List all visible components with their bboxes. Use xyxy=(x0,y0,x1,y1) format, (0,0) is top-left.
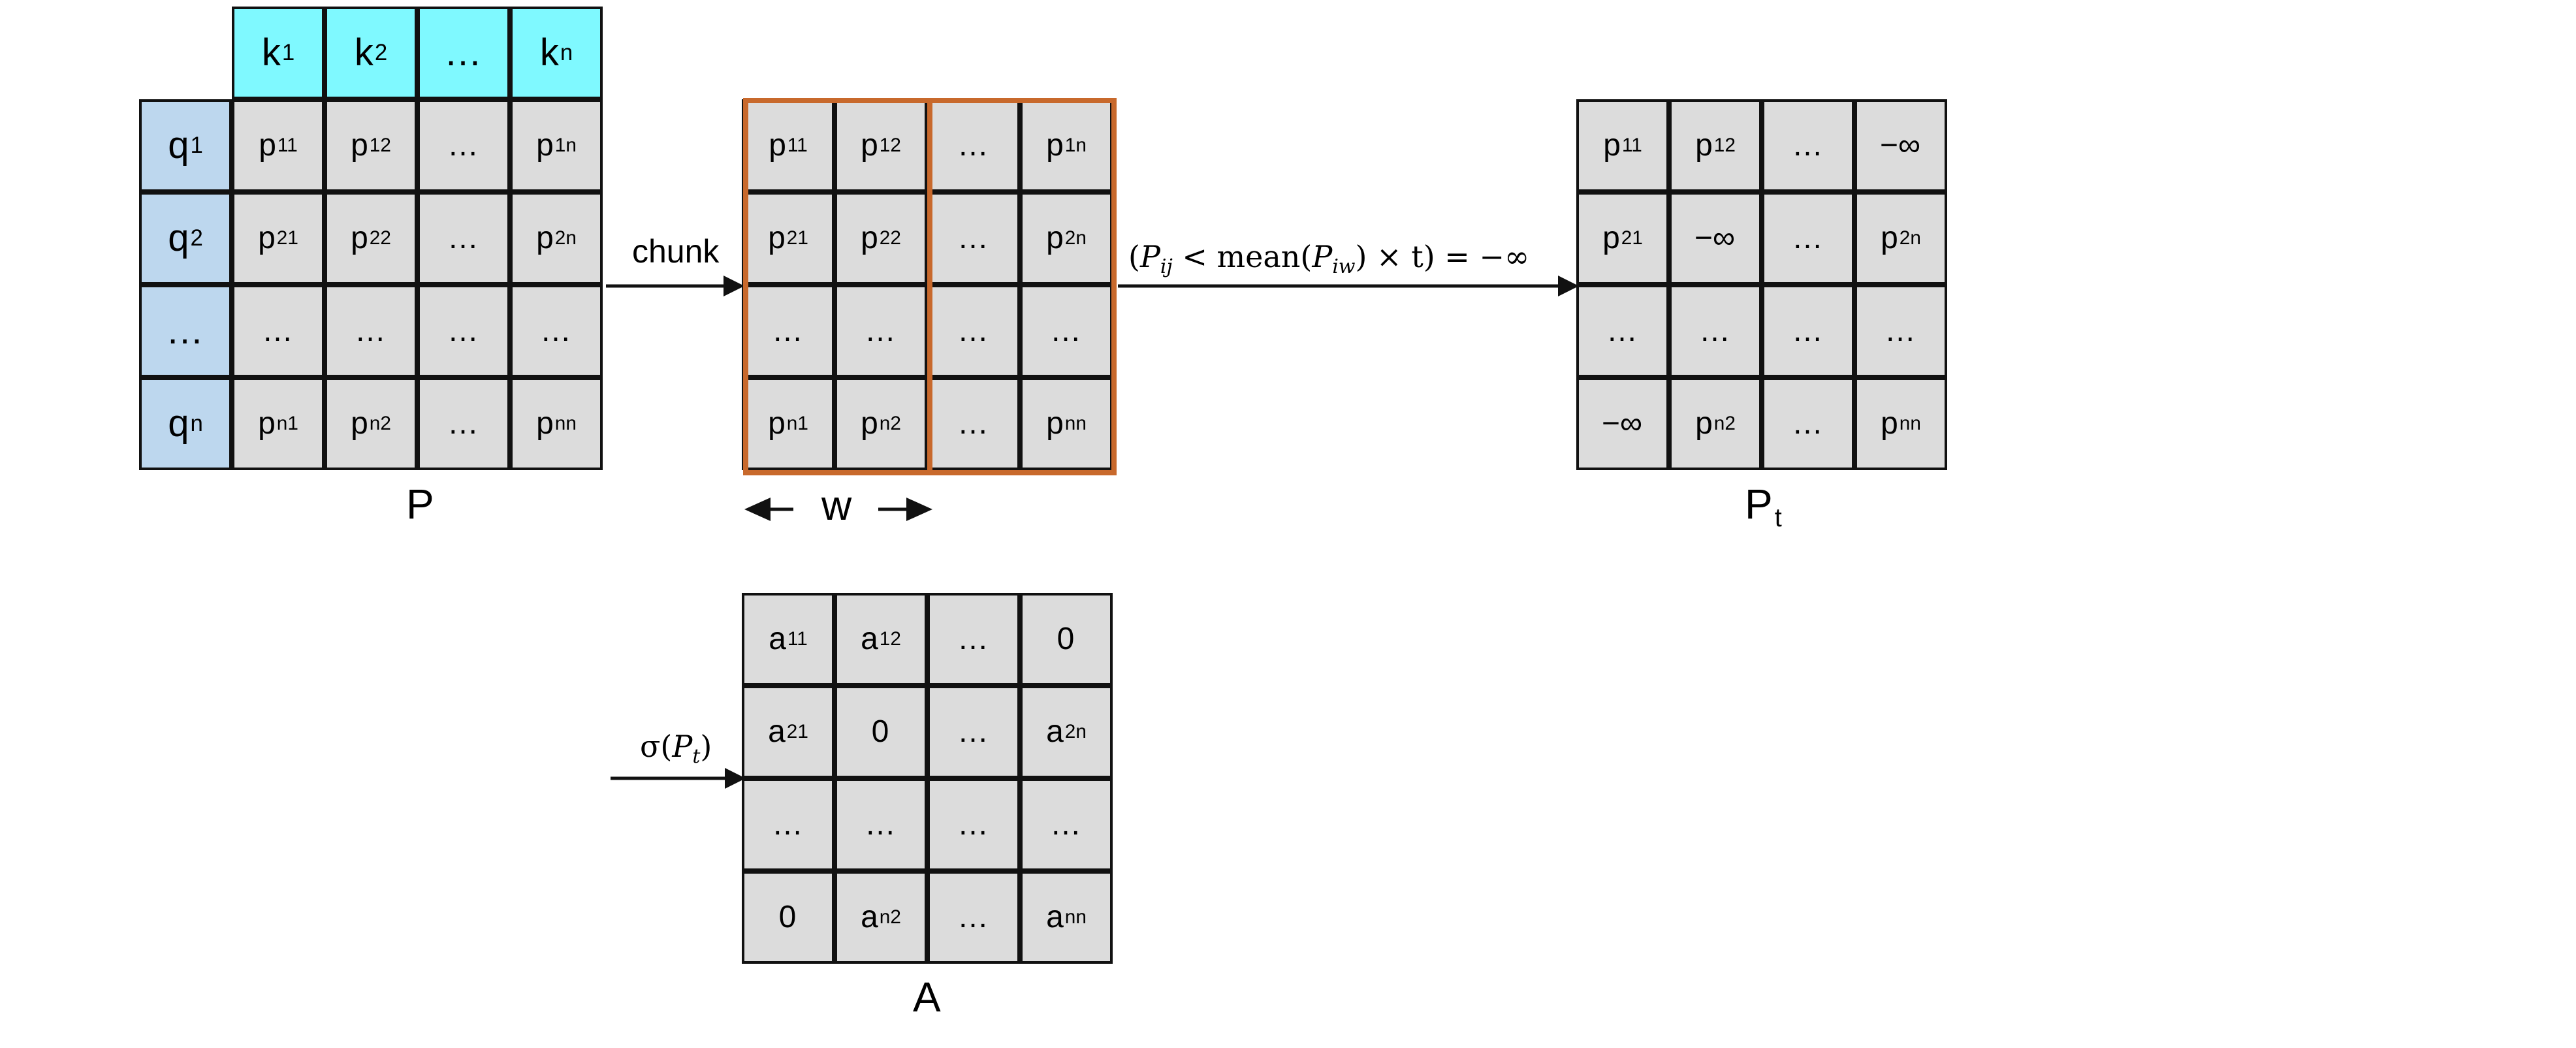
a-cell-3-2: … xyxy=(835,778,927,871)
a-cell-4-1: 0 xyxy=(742,871,835,964)
pt-cell-4-3: … xyxy=(1762,377,1854,470)
pt-cell-3-2: … xyxy=(1669,285,1762,377)
p-cell-3-4: … xyxy=(510,285,603,377)
threshold-arrowhead xyxy=(1558,276,1579,296)
a-cell-3-3: … xyxy=(927,778,1020,871)
pt-cell-1-4: −∞ xyxy=(1854,99,1947,192)
matrix-a-label: A xyxy=(913,974,941,1021)
a-cell-1-4: 0 xyxy=(1020,593,1113,686)
a-cell-4-3: … xyxy=(927,871,1020,964)
pt-cell-2-2: −∞ xyxy=(1669,192,1762,285)
p-cell-4-3: … xyxy=(417,377,510,470)
pt-cell-3-4: … xyxy=(1854,285,1947,377)
matrix-pt-label: Pt xyxy=(1745,481,1782,532)
query-header-3: … xyxy=(139,285,232,377)
threshold-formula: (Pij < mean(Piw) × t) = −∞ xyxy=(1128,239,1530,278)
softmax-arrowhead xyxy=(725,768,746,789)
p-cell-3-2: … xyxy=(325,285,417,377)
pt-cell-3-3: … xyxy=(1762,285,1854,377)
p-cell-3-1: … xyxy=(232,285,325,377)
chunk-cell-1-3: … xyxy=(927,99,1020,192)
window-right-arrowhead xyxy=(906,498,932,521)
chunk-cell-4-3: … xyxy=(927,377,1020,470)
p-cell-2-3: … xyxy=(417,192,510,285)
pt-cell-1-3: … xyxy=(1762,99,1854,192)
chunk-cell-2-3: … xyxy=(927,192,1020,285)
pt-cell-4-1: −∞ xyxy=(1576,377,1669,470)
chunk-arrow-label: chunk xyxy=(632,233,720,270)
a-cell-2-2: 0 xyxy=(835,686,927,778)
a-cell-3-1: … xyxy=(742,778,835,871)
pt-cell-3-1: … xyxy=(1576,285,1669,377)
a-cell-3-4: … xyxy=(1020,778,1113,871)
window-left-arrowhead xyxy=(744,498,771,521)
a-cell-1-3: … xyxy=(927,593,1020,686)
a-cell-2-3: … xyxy=(927,686,1020,778)
pt-cell-2-3: … xyxy=(1762,192,1854,285)
p-cell-3-3: … xyxy=(417,285,510,377)
window-width-label: w xyxy=(821,482,852,529)
matrix-p-label: P xyxy=(406,481,434,528)
softmax-label: σ(Pt) xyxy=(640,729,712,768)
chunk-cell-3-2: … xyxy=(835,285,927,377)
chunk-arrowhead xyxy=(724,276,744,296)
chunk-cell-3-3: … xyxy=(927,285,1020,377)
chunk-cell-3-1: … xyxy=(742,285,835,377)
key-header-3: … xyxy=(417,7,510,99)
p-cell-1-3: … xyxy=(417,99,510,192)
chunk-cell-3-4: … xyxy=(1020,285,1113,377)
